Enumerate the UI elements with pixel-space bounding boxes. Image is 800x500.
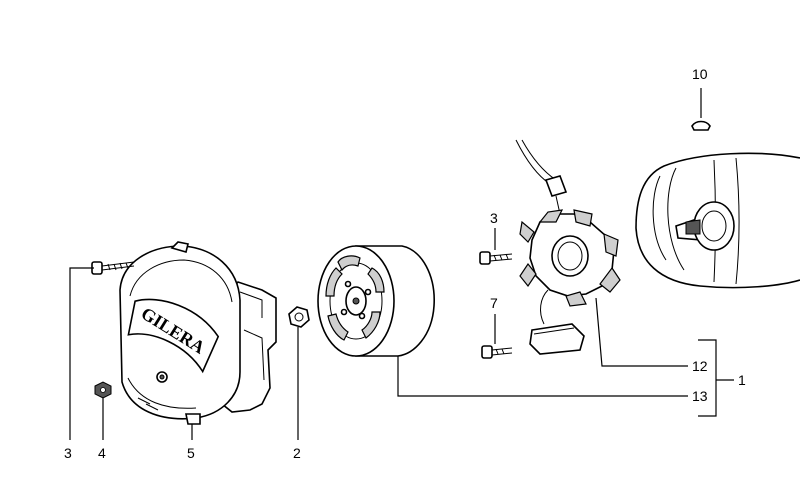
callout-12: 12 bbox=[692, 358, 708, 374]
callout-labels: 10 3 7 12 13 1 3 4 5 2 bbox=[64, 66, 746, 461]
nut-part-2 bbox=[288, 306, 310, 328]
flywheel-cover: GILERA bbox=[119, 241, 277, 425]
crankcase-section bbox=[635, 152, 800, 289]
callout-3-lower: 3 bbox=[64, 445, 72, 461]
callout-1: 1 bbox=[738, 372, 746, 388]
leader-lines bbox=[69, 88, 734, 440]
callout-4: 4 bbox=[98, 445, 106, 461]
callout-2: 2 bbox=[293, 445, 301, 461]
pickup-screw bbox=[481, 345, 513, 359]
callout-10: 10 bbox=[692, 66, 708, 82]
stator bbox=[515, 139, 621, 355]
cover-screw bbox=[91, 261, 135, 275]
callout-13: 13 bbox=[692, 388, 708, 404]
stator-screw bbox=[479, 251, 513, 265]
woodruff-key bbox=[691, 120, 711, 131]
callout-7: 7 bbox=[490, 295, 498, 311]
nut-part-4 bbox=[94, 381, 112, 399]
flywheel-rotor bbox=[317, 245, 435, 357]
callout-5: 5 bbox=[187, 445, 195, 461]
callout-3-upper: 3 bbox=[490, 210, 498, 226]
